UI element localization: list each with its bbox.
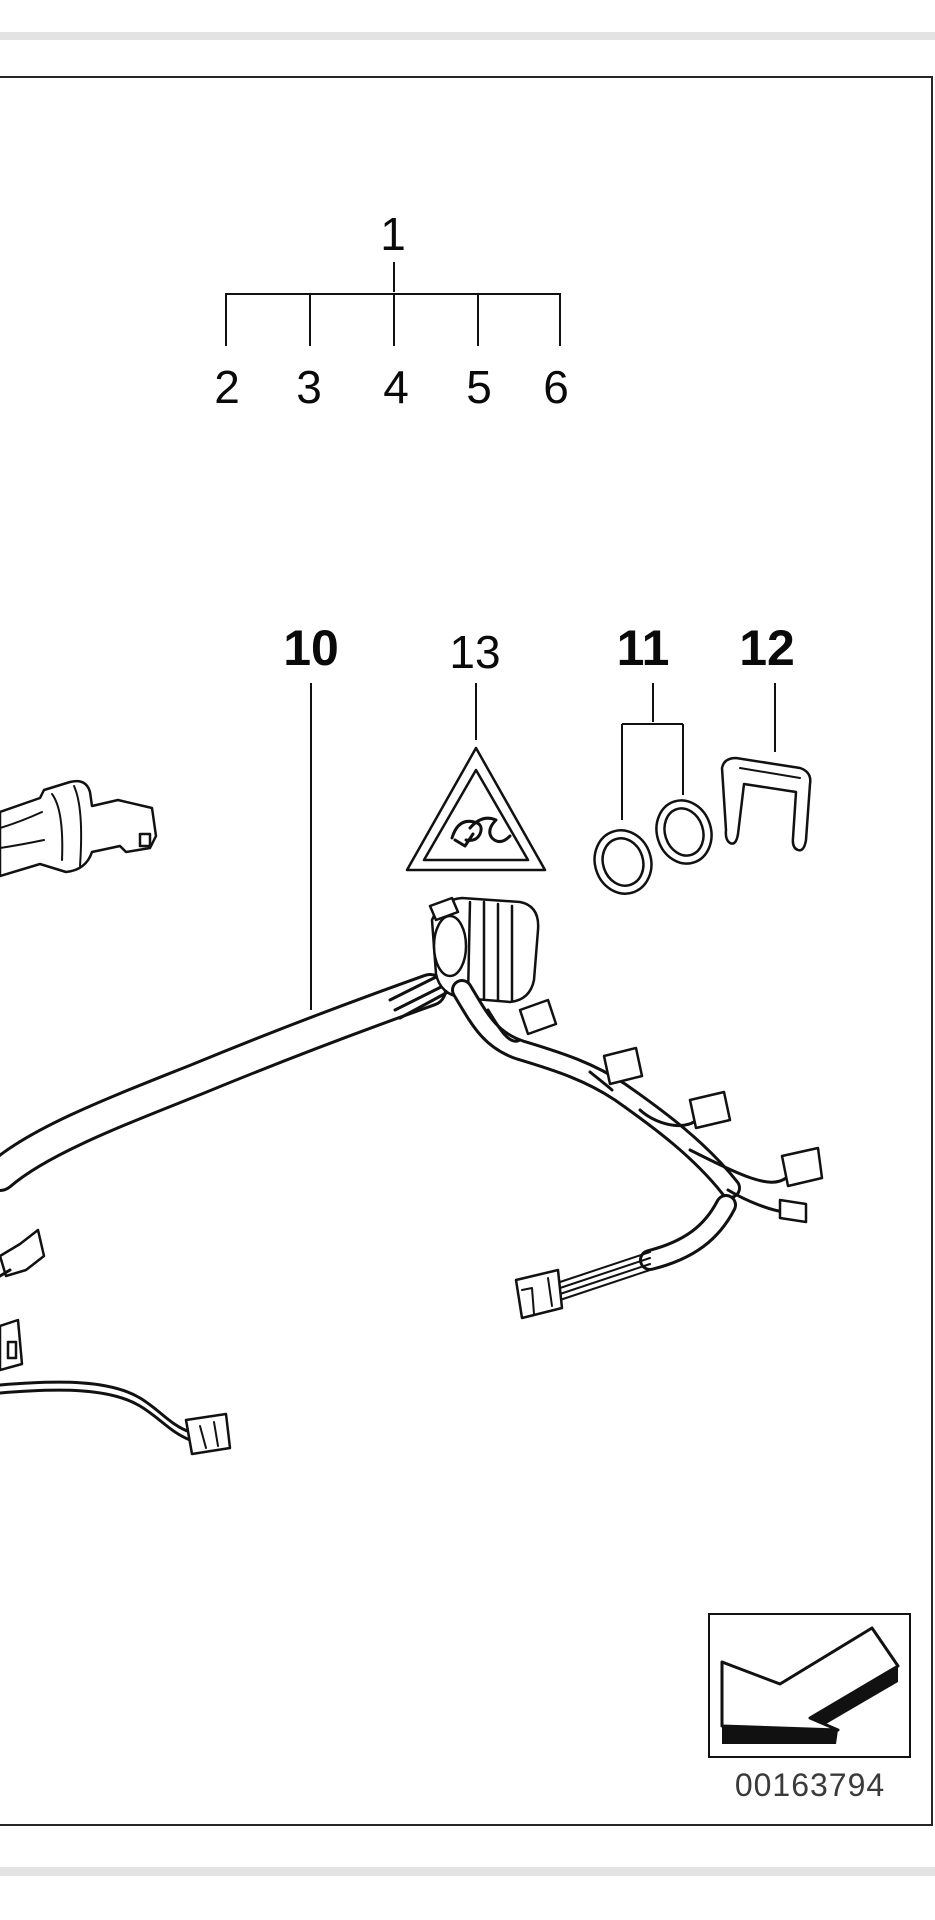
label-13: 13 <box>449 626 500 678</box>
wiring-harness <box>0 896 824 1456</box>
sealing-rings <box>593 799 713 895</box>
label-12: 12 <box>739 620 795 676</box>
warning-triangle-icon <box>405 746 547 872</box>
label-4: 4 <box>383 361 409 413</box>
top-band <box>0 32 935 40</box>
direction-arrow-icon <box>708 1613 911 1758</box>
label-10: 10 <box>283 620 339 676</box>
bottom-band <box>0 1867 935 1876</box>
label-3: 3 <box>296 361 322 413</box>
label-6: 6 <box>543 361 569 413</box>
label-tree: 1 2 3 4 5 6 <box>214 208 569 413</box>
sensor-plug <box>0 779 158 878</box>
label-2: 2 <box>214 361 240 413</box>
label-5: 5 <box>466 361 492 413</box>
label-1: 1 <box>380 208 406 260</box>
label-11: 11 <box>617 620 670 676</box>
reference-number: 00163794 <box>735 1767 885 1803</box>
retaining-clip <box>720 756 812 852</box>
